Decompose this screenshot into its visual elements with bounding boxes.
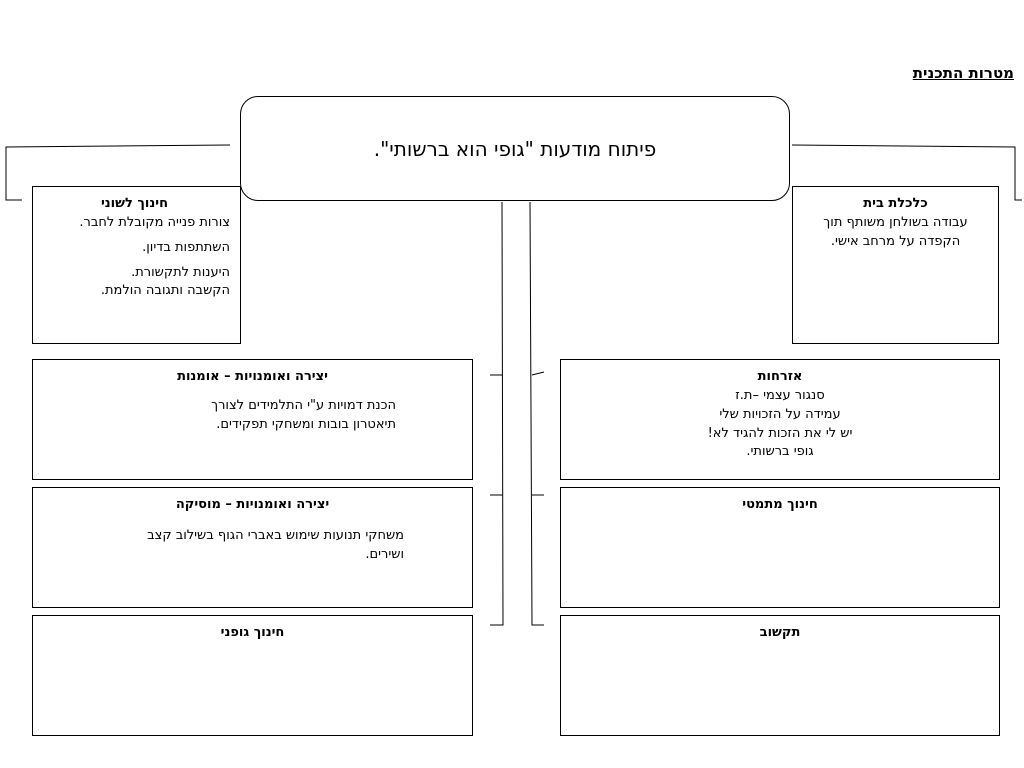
box-music-line: משחקי תנועות שימוש באברי הגוף בשילוב קצב <box>147 527 404 543</box>
box-math-education: חינוך מתמטי <box>560 487 1000 608</box>
box-communication: תקשוב <box>560 615 1000 736</box>
box-home-economics-line: הקפדה על מרחב אישי. <box>830 233 961 249</box>
box-citizenship-line: עמידה על הזכויות שלי <box>719 406 841 422</box>
box-art-line: תיאטרון בובות ומשחקי תפקידים. <box>216 416 396 432</box>
box-language-line: הקשבה ותגובה הולמת. <box>100 283 230 299</box>
box-music-line: ושירים. <box>365 546 404 562</box>
box-art-title: יצירה ואומנויות – אומנות <box>177 369 328 384</box>
box-language-education: חינוך לשוני צורות פנייה מקובלת לחבר. השת… <box>32 186 241 344</box>
central-goal-box: פיתוח מודעות "גופי הוא ברשותי". <box>240 96 790 201</box>
box-language-title: חינוך לשוני <box>100 196 169 211</box>
box-physical-title: חינוך גופני <box>220 625 285 640</box>
box-music: יצירה ואומנויות – מוסיקה משחקי תנועות שי… <box>32 487 473 608</box>
box-language-line: השתתפות בדיון. <box>142 239 230 255</box>
box-citizenship-line: גופי ברשותי. <box>746 444 814 460</box>
box-language-line: צורות פנייה מקובלת לחבר. <box>79 214 230 230</box>
box-home-economics-title: כלכלת בית <box>863 196 928 211</box>
box-math-title: חינוך מתמטי <box>742 497 818 512</box>
box-home-economics: כלכלת בית עבודה בשולחן משותף תוך הקפדה ע… <box>792 186 999 344</box>
box-art-creation: יצירה ואומנויות – אומנות הכנת דמויות ע"י… <box>32 359 473 480</box>
box-citizenship-title: אזרחות <box>757 369 803 384</box>
page-heading: מטרות התכנית <box>912 64 1014 82</box>
box-music-title: יצירה ואומנויות – מוסיקה <box>175 497 330 512</box>
box-home-economics-line: עבודה בשולחן משותף תוך <box>823 214 968 230</box>
box-citizenship-line: יש לי את הזכות להגיד לא! <box>707 425 853 441</box>
box-physical-education: חינוך גופני <box>32 615 473 736</box>
box-language-line: היענות לתקשורת. <box>131 264 230 280</box>
box-art-line: הכנת דמויות ע"י התלמידים לצורך <box>211 397 396 413</box>
box-communication-title: תקשוב <box>759 625 801 640</box>
central-goal-title: פיתוח מודעות "גופי הוא ברשותי". <box>373 136 657 161</box>
box-citizenship-line: סנגור עצמי –ת.ז <box>735 387 825 403</box>
box-citizenship: אזרחות סנגור עצמי –ת.ז עמידה על הזכויות … <box>560 359 1000 480</box>
